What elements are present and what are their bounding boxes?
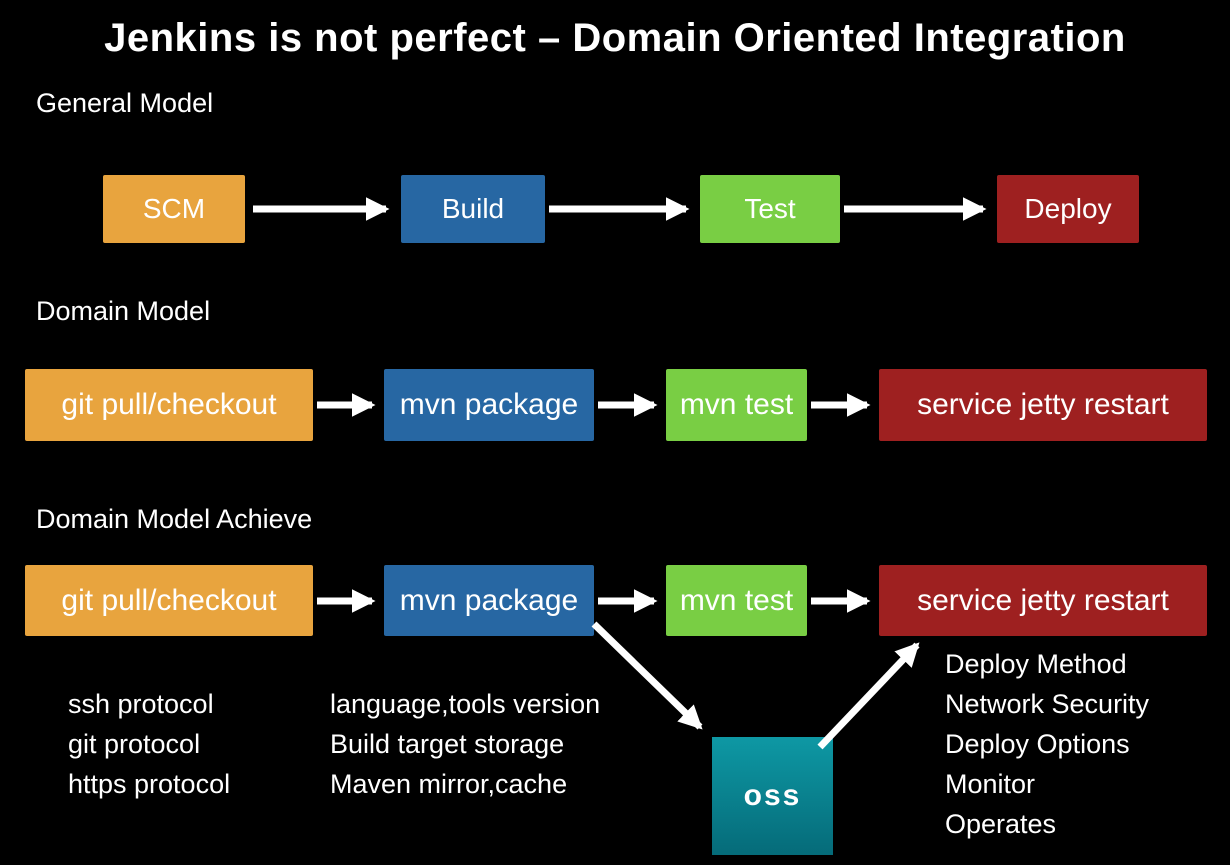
general-model-heading: General Model [36,88,214,118]
note-line: Deploy Method [945,649,1127,679]
note-line: Maven mirror,cache [330,769,568,799]
note-line: Network Security [945,689,1150,719]
box-achieve-service-jetty-restart: service jetty restart [879,565,1207,636]
box-test: Test [700,175,840,243]
note-line: Monitor [945,769,1036,799]
domain-model-achieve-heading: Domain Model Achieve [36,504,313,534]
domain-model-heading: Domain Model [36,296,211,326]
box-git-pull-checkout: git pull/checkout [25,369,313,441]
box-mvn-test: mvn test [666,369,807,441]
box-achieve-mvn-test: mvn test [666,565,807,636]
note-line: language,tools version [330,689,601,719]
note-line: ssh protocol [68,689,214,719]
note-line: Build target storage [330,729,565,759]
box-scm: SCM [103,175,245,243]
note-line: git protocol [68,729,201,759]
slide-title: Jenkins is not perfect – Domain Oriented… [104,16,1126,60]
box-service-jetty-restart: service jetty restart [879,369,1207,441]
box-build: Build [401,175,545,243]
note-line: https protocol [68,769,231,799]
box-oss-storage: oss [712,737,833,855]
arrow-oss-to-servicejetty [817,642,920,750]
note-line: Deploy Options [945,729,1130,759]
notes-scm-protocols: ssh protocol git protocol https protocol [68,684,230,804]
note-line: Operates [945,809,1057,839]
arrow-mvnpackage-to-oss [591,621,703,730]
box-achieve-mvn-package: mvn package [384,565,594,636]
box-mvn-package: mvn package [384,369,594,441]
notes-deploy-details: Deploy Method Network Security Deploy Op… [945,644,1149,844]
box-deploy: Deploy [997,175,1139,243]
notes-build-details: language,tools version Build target stor… [330,684,600,804]
box-achieve-git-pull-checkout: git pull/checkout [25,565,313,636]
